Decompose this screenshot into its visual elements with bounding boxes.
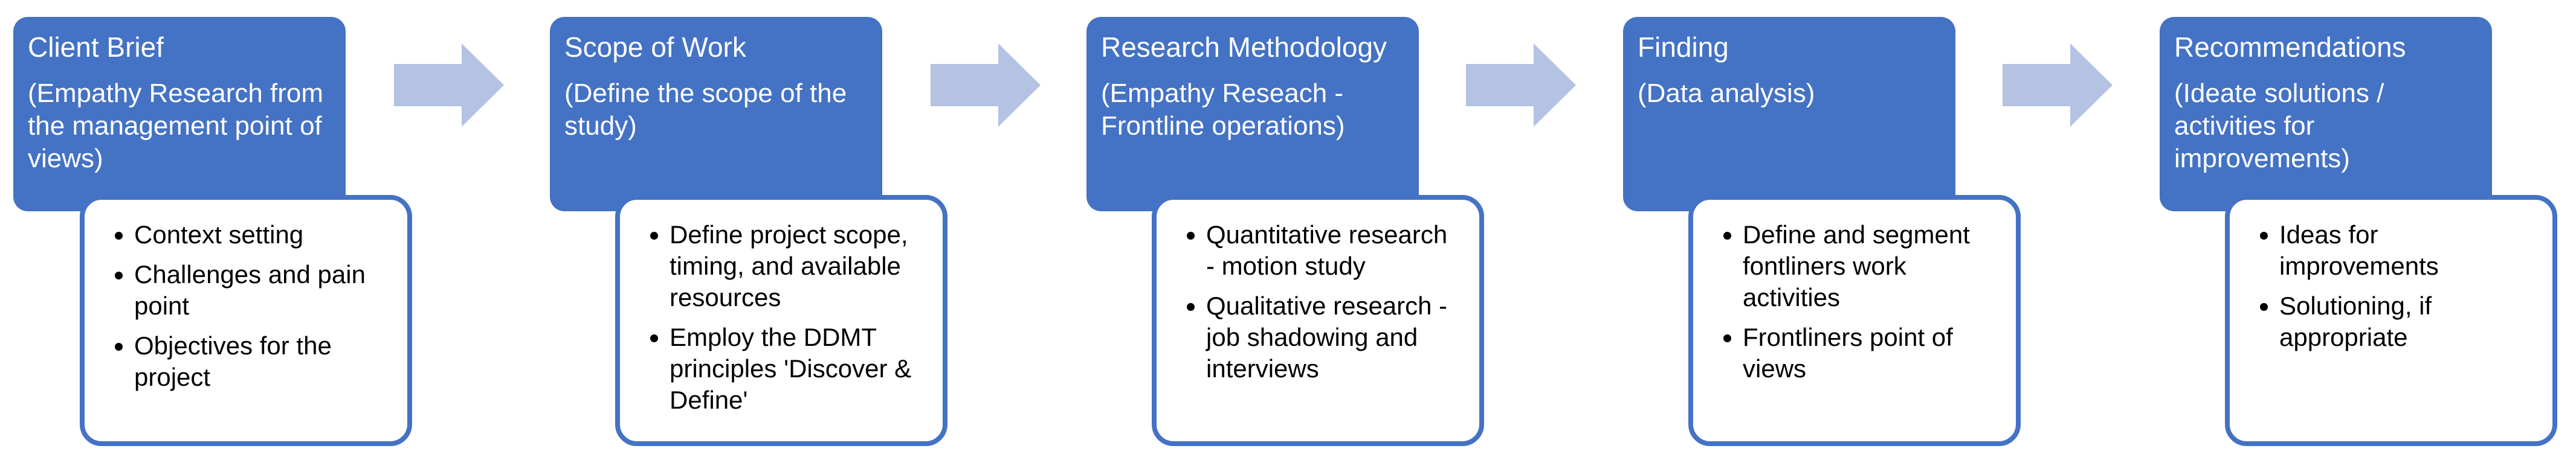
bullet-item: Frontliners point of views — [1743, 322, 1998, 385]
flow-arrow-icon — [1466, 43, 1576, 127]
bullet-item: Define project scope, timing, and availa… — [670, 219, 925, 313]
stage-title: Recommendations — [2174, 31, 2406, 63]
stage-subtitle: (Data analysis) — [1638, 78, 1815, 108]
stage-header-box: Recommendations (Ideate solutions / acti… — [2160, 17, 2492, 211]
bullet-list: Quantitative research - motion study Qua… — [1175, 219, 1461, 385]
stage-subtitle: (Define the scope of the study) — [564, 78, 847, 141]
stage-header-box: Client Brief (Empathy Research from the … — [13, 17, 346, 211]
stage-header-box: Research Methodology (Empathy Reseach - … — [1086, 17, 1419, 211]
stage-subtitle: (Ideate solutions / activities for impro… — [2174, 78, 2384, 173]
bullet-item: Employ the DDMT principles 'Discover & D… — [670, 322, 925, 416]
bullet-list: Define project scope, timing, and availa… — [638, 219, 925, 416]
flow-arrow-icon — [394, 43, 504, 127]
bullet-list: Context setting Challenges and pain poin… — [103, 219, 389, 393]
bullet-item: Challenges and pain point — [134, 259, 389, 322]
bullet-list: Define and segment fontliners work activ… — [1711, 219, 1998, 385]
stage-title: Scope of Work — [564, 31, 746, 63]
bullet-item: Qualitative research - job shadowing and… — [1206, 290, 1461, 385]
bullet-item: Quantitative research - motion study — [1206, 219, 1461, 282]
stage-header-box: Finding (Data analysis) — [1623, 17, 1955, 211]
stage-title: Client Brief — [28, 31, 164, 63]
bullet-list: Ideas for improvements Solutioning, if a… — [2248, 219, 2534, 353]
stage-title: Research Methodology — [1101, 31, 1387, 63]
bullet-item: Ideas for improvements — [2279, 219, 2534, 282]
stage-title: Finding — [1638, 31, 1729, 63]
bullet-item: Solutioning, if appropriate — [2279, 290, 2534, 353]
stage-detail-box: Define and segment fontliners work activ… — [1688, 195, 2021, 446]
flow-arrow-icon — [2003, 43, 2113, 127]
flow-arrow-icon — [931, 43, 1041, 127]
bullet-item: Define and segment fontliners work activ… — [1743, 219, 1998, 313]
stage-detail-box: Define project scope, timing, and availa… — [615, 195, 947, 446]
stage-subtitle: (Empathy Research from the management po… — [28, 78, 324, 173]
stage-detail-box: Quantitative research - motion study Qua… — [1152, 195, 1484, 446]
stage-detail-box: Context setting Challenges and pain poin… — [80, 195, 412, 446]
bullet-item: Context setting — [134, 219, 389, 251]
stage-header-box: Scope of Work (Define the scope of the s… — [550, 17, 882, 211]
stage-detail-box: Ideas for improvements Solutioning, if a… — [2225, 195, 2557, 446]
stage-subtitle: (Empathy Reseach - Frontline operations) — [1101, 78, 1345, 141]
bullet-item: Objectives for the project — [134, 330, 389, 393]
